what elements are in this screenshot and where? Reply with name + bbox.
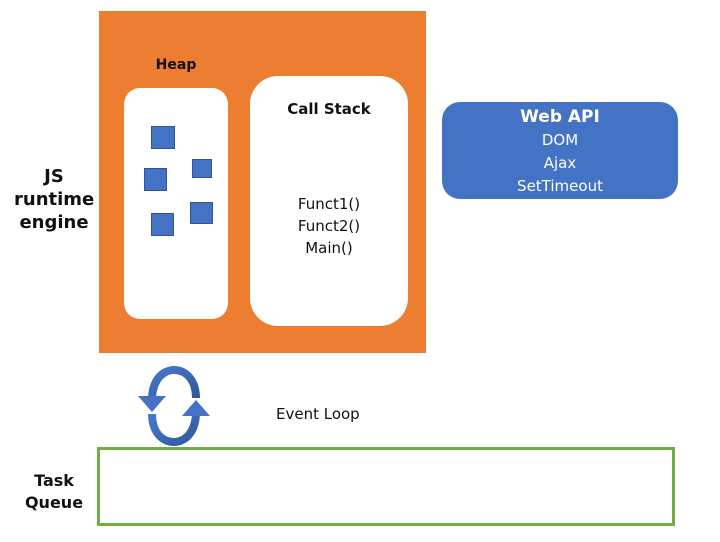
call-stack-title: Call Stack [287, 100, 371, 118]
event-loop-label: Event Loop [276, 405, 360, 423]
heap-object [151, 213, 174, 236]
heap-object [192, 159, 212, 178]
call-stack-items: Funct1() Funct2() Main() [250, 193, 408, 259]
arrow-head-right [182, 400, 210, 416]
task-queue-label: Task Queue [14, 470, 94, 514]
call-stack-box [250, 76, 408, 326]
call-stack-frame: Funct2() [297, 217, 361, 235]
engine-label-line: runtime [14, 189, 95, 210]
web-api-item: DOM [541, 131, 579, 149]
js-runtime-engine-label: JS runtime engine [14, 165, 94, 234]
heap-title: Heap [155, 57, 197, 73]
task-queue-box [97, 447, 675, 526]
web-api-title: Web API [520, 107, 600, 127]
engine-label-line: engine [19, 212, 89, 233]
heap-object [190, 202, 213, 224]
web-api-box: Web API DOM Ajax SetTimeout [442, 102, 678, 199]
arrow-arc-top [148, 366, 200, 400]
engine-label-line: JS [44, 166, 64, 187]
web-api-item: Ajax [543, 154, 577, 172]
task-queue-label-line: Task [34, 471, 74, 490]
arrow-head-left [138, 396, 166, 412]
heap-object [144, 168, 167, 191]
heap-object [151, 126, 175, 149]
web-api-item: SetTimeout [517, 177, 603, 195]
call-stack-frame: Main() [305, 239, 353, 257]
call-stack-frame: Funct1() [297, 195, 361, 213]
arrow-arc-bottom [148, 412, 200, 446]
circular-arrows-icon [138, 366, 210, 446]
task-queue-label-line: Queue [24, 493, 84, 512]
